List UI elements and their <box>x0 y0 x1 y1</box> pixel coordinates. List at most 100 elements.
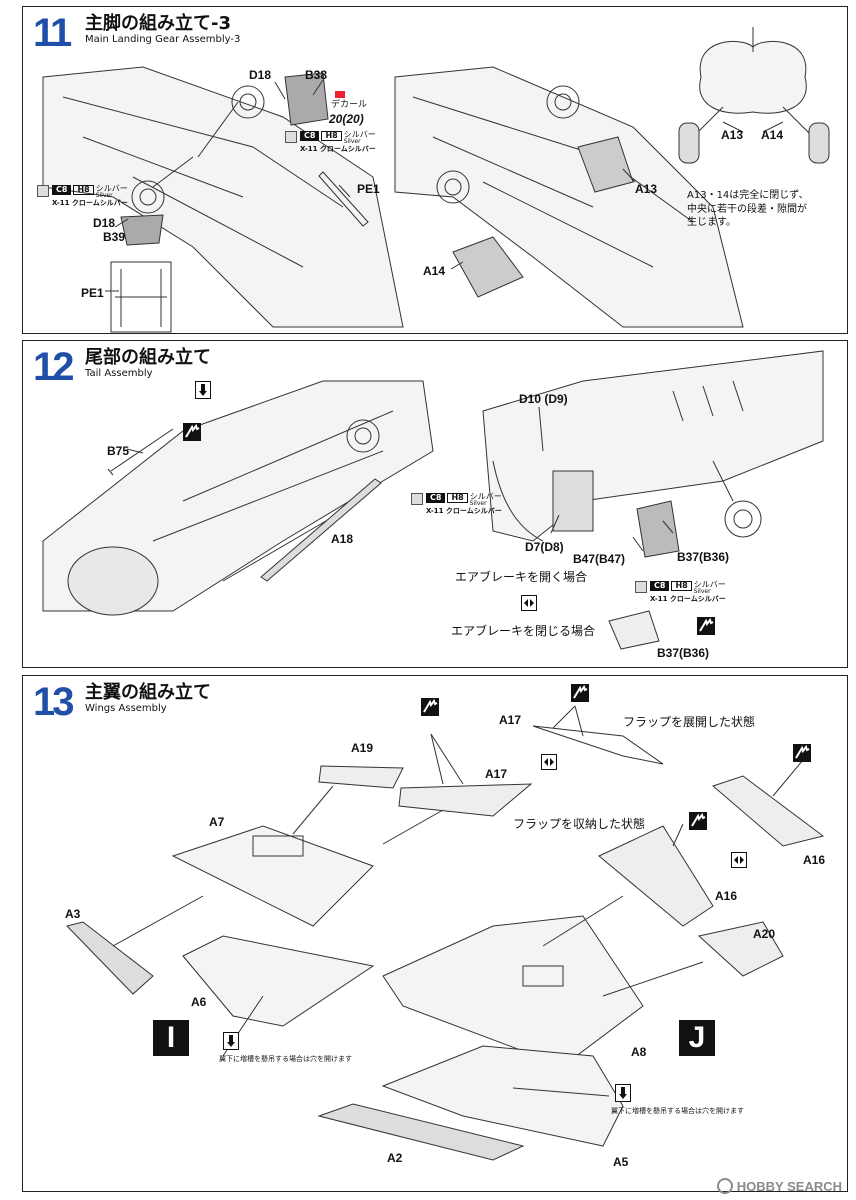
paint-swatch <box>285 131 297 143</box>
paint-name-en: Silver <box>469 500 487 507</box>
airbrake-closed-label: エアブレーキを閉じる場合 <box>451 624 596 638</box>
part-label-a16: A16 <box>715 889 738 903</box>
glue-icon <box>183 423 201 441</box>
part-label-b75: B75 <box>107 444 130 458</box>
decal-label: デカール <box>331 100 368 110</box>
part-label-a3: A3 <box>65 907 81 921</box>
note-line: 中央に若干の段差・隙間が <box>687 203 807 215</box>
step-13-illustration <box>66 705 825 1161</box>
paint-code-h8: H8 <box>321 131 342 141</box>
step-13-panel: 13 主翼の組み立て Wings Assembly A17 フラップを展開した状… <box>22 675 848 1192</box>
paint-code-x11: X-11 クロームシルバー <box>426 507 502 515</box>
watermark-text: HOBBY SEARCH <box>736 1178 842 1194</box>
part-label-b47: B47(B47) <box>573 552 626 566</box>
part-label-d10: D10 (D9) <box>519 392 568 406</box>
part-label-a19: A19 <box>351 741 374 755</box>
part-label-b38: B38 <box>305 68 328 82</box>
part-label-a5: A5 <box>613 1155 629 1169</box>
part-label-a13: A13 <box>635 182 658 196</box>
paint-code-c8: C8 <box>426 493 446 503</box>
drill-icon <box>615 1084 631 1102</box>
paint-code-x11: X-11 クロームシルバー <box>300 145 376 153</box>
note-line: A13・14は完全に閉じず、 <box>687 190 809 201</box>
step-title: 尾部の組み立て <box>85 347 211 368</box>
paint-name-en: Silver <box>95 192 113 199</box>
paint-swatch <box>37 185 49 197</box>
swap-arrows-icon <box>521 595 537 611</box>
part-label-a16: A16 <box>803 853 826 867</box>
step-12-panel: 12 尾部の組み立て Tail Assembly B75 A18 D10 (D9… <box>22 340 848 668</box>
part-label-a18: A18 <box>331 532 354 546</box>
step-11-illustration <box>42 27 830 333</box>
swap-arrows-icon <box>731 852 747 868</box>
section-letter-i: I <box>153 1020 189 1056</box>
section-letter-j: J <box>679 1020 715 1056</box>
paint-code-h8: H8 <box>447 493 468 503</box>
paint-code-c8: C8 <box>300 131 320 141</box>
part-label-a7: A7 <box>209 815 225 829</box>
part-label-d7: D7(D8) <box>525 540 564 554</box>
step-11-panel: 11 主脚の組み立て-3 Main Landing Gear Assembly-… <box>22 6 848 334</box>
step-subtitle: Main Landing Gear Assembly-3 <box>85 34 241 45</box>
step-title: 主脚の組み立て-3 <box>85 13 231 34</box>
paint-name-jp: シルバー <box>95 184 128 193</box>
part-label-a6: A6 <box>191 995 207 1009</box>
paint-code-c8: C8 <box>650 581 670 591</box>
part-label-a17: A17 <box>499 713 522 727</box>
part-label-a17: A17 <box>485 767 508 781</box>
paint-name-jp: シルバー <box>343 130 376 139</box>
part-label-pe1: PE1 <box>81 286 104 300</box>
part-label-b37: B37(B36) <box>657 646 710 660</box>
part-label-d18: D18 <box>249 68 272 82</box>
step-number: 12 <box>33 345 74 389</box>
note-line: 生じます。 <box>687 217 736 228</box>
part-label-a8: A8 <box>631 1045 647 1059</box>
drill-note: 翼下に増槽を懸吊する場合は穴を開けます <box>611 1107 744 1115</box>
glue-icon <box>793 744 811 762</box>
step-subtitle: Tail Assembly <box>85 368 153 379</box>
part-label-a2: A2 <box>387 1151 403 1165</box>
paint-name-en: Silver <box>343 138 361 145</box>
paint-code-c8: C8 <box>52 185 72 195</box>
paint-name-en: Silver <box>693 588 711 595</box>
decal-icon <box>335 91 345 98</box>
glue-icon <box>689 812 707 830</box>
swap-arrows-icon <box>541 754 557 770</box>
watermark: HOBBY SEARCH <box>716 1178 842 1194</box>
step-subtitle: Wings Assembly <box>85 703 167 714</box>
step-12-illustration <box>42 350 824 650</box>
part-label-a20: A20 <box>753 927 776 941</box>
part-label-d18: D18 <box>93 216 116 230</box>
part-label-a13: A13 <box>721 128 744 142</box>
drill-note: 翼下に増槽を懸吊する場合は穴を開けます <box>219 1055 352 1063</box>
part-label-b39: B39 <box>103 230 126 244</box>
paint-code-h8: H8 <box>73 185 94 195</box>
assembly-note: A13・14は完全に閉じず、 中央に若干の段差・隙間が 生じます。 <box>687 189 809 230</box>
hobby-search-logo-icon <box>716 1178 733 1194</box>
paint-name-jp: シルバー <box>693 580 726 589</box>
step-title: 主翼の組み立て <box>85 682 211 703</box>
paint-code-x11: X-11 クロームシルバー <box>650 595 726 603</box>
step-number: 13 <box>33 680 74 724</box>
flap-retracted-label: フラップを収納した状態 <box>513 817 646 831</box>
part-label-a14: A14 <box>423 264 446 278</box>
glue-icon <box>697 617 715 635</box>
step-number: 11 <box>33 11 72 55</box>
part-label-b37: B37(B36) <box>677 550 730 564</box>
glue-icon <box>571 684 589 702</box>
decal-number: 20(20) <box>329 112 364 126</box>
paint-code-x11: X-11 クロームシルバー <box>52 199 128 207</box>
paint-code-h8: H8 <box>671 581 692 591</box>
glue-icon <box>421 698 439 716</box>
paint-swatch <box>411 493 423 505</box>
drill-icon <box>195 381 211 399</box>
airbrake-open-label: エアブレーキを開く場合 <box>455 570 588 584</box>
paint-name-jp: シルバー <box>469 492 502 501</box>
flap-extended-label: フラップを展開した状態 <box>623 715 756 729</box>
part-label-a14: A14 <box>761 128 784 142</box>
part-label-pe1: PE1 <box>357 182 380 196</box>
paint-swatch <box>635 581 647 593</box>
